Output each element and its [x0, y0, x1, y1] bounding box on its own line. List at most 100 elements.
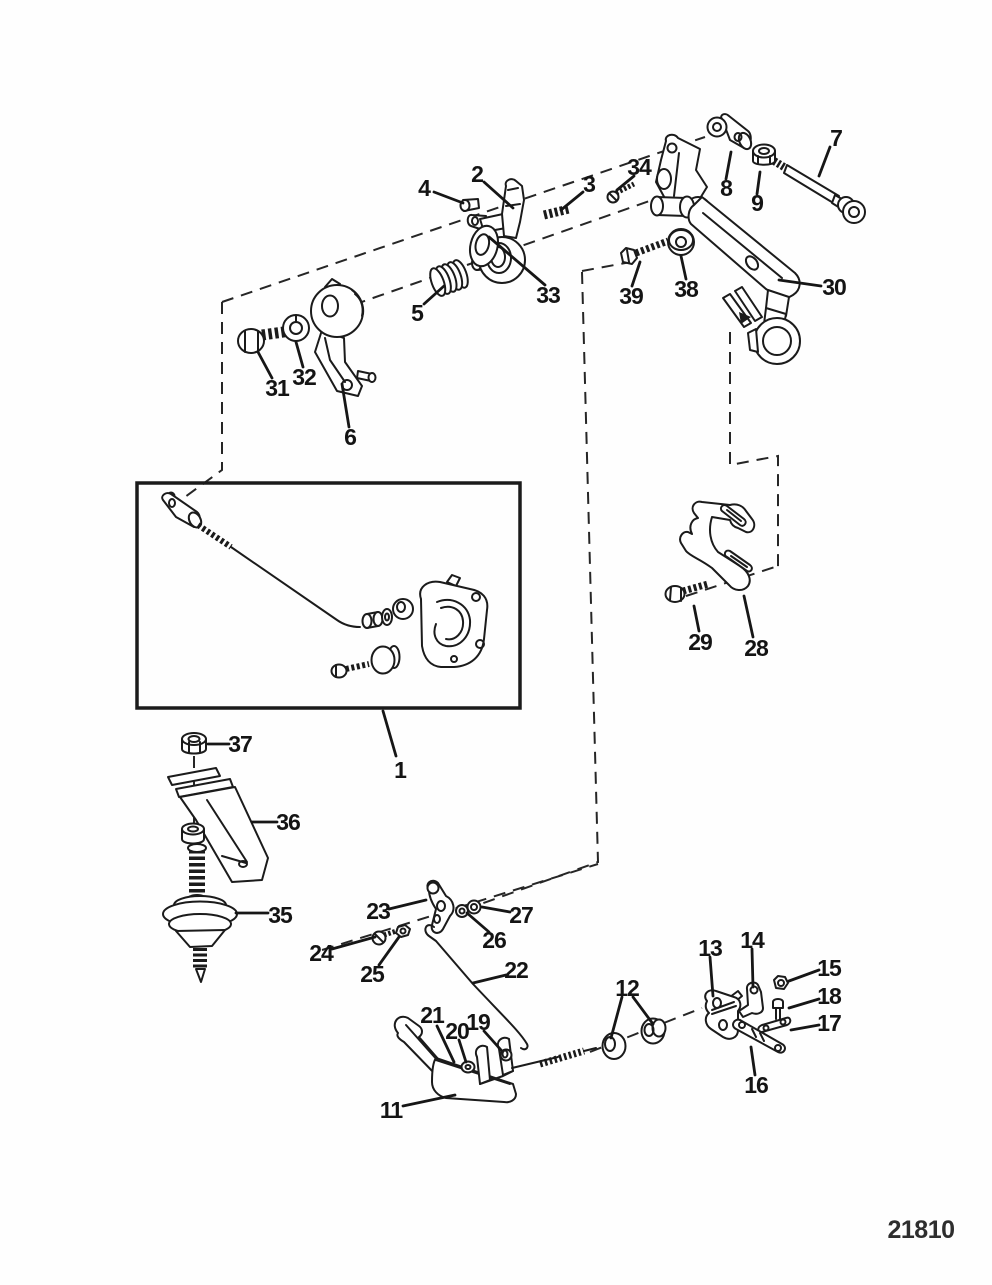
leader-line-part-16 [749, 1045, 757, 1077]
leader-line-part-29 [692, 604, 701, 633]
part-1-inset-assembly [135, 481, 522, 710]
part-5-spring [429, 259, 469, 297]
leader-line-part-18 [787, 997, 821, 1010]
part-7-link [771, 157, 866, 224]
part-35-friction-assembly [162, 822, 238, 983]
callout-label-part-32: 32 [292, 364, 316, 390]
part-6-lever-pulley [310, 278, 377, 397]
part-9-nut [752, 143, 776, 166]
callout-label-part-22: 22 [504, 957, 528, 983]
callout-label-part-8: 8 [720, 175, 733, 201]
callout-label-part-34: 34 [627, 154, 652, 180]
callout-label-part-28: 28 [744, 635, 769, 661]
knob-bolt [330, 661, 370, 679]
rod-bushings [361, 608, 393, 629]
callout-label-part-9: 9 [751, 190, 763, 216]
callout-label-part-18: 18 [817, 983, 842, 1009]
part-30-bracket-arm [650, 133, 801, 365]
part-16-link [732, 1018, 786, 1054]
part-20-washer [460, 1060, 476, 1074]
leader-line-part-24 [330, 935, 377, 951]
part-28-bracket [679, 500, 756, 591]
leader-line-part-23 [387, 898, 428, 911]
leader-line-part-2 [482, 180, 515, 210]
callout-label-part-4: 4 [418, 175, 431, 201]
part-32-washer [282, 314, 310, 342]
leader-line-part-38 [679, 254, 688, 281]
callout-label-part-14: 14 [740, 927, 765, 953]
part-25-nut [395, 924, 411, 938]
callout-label-part-6: 6 [344, 424, 356, 450]
leader-line-part-22 [471, 973, 508, 985]
leader-line-part-28 [742, 594, 755, 639]
part-14-bracket [738, 981, 764, 1018]
part-8-cable-end [706, 113, 753, 151]
callout-label-part-13: 13 [698, 935, 722, 961]
drawing-number: 21810 [887, 1216, 954, 1244]
callout-label-part-37: 37 [228, 731, 252, 757]
leader-line-part-11 [401, 1093, 457, 1108]
part-17-plate [757, 1016, 792, 1034]
leader-line-part-33 [487, 235, 547, 287]
callout-label-part-21: 21 [420, 1002, 445, 1028]
part-18-screw [772, 998, 784, 1020]
leader-line-part-27 [480, 905, 512, 914]
part-38-grommet [667, 228, 695, 256]
callout-label-part-26: 26 [482, 927, 506, 953]
part-13-block [704, 989, 743, 1040]
callout-label-part-15: 15 [817, 955, 842, 981]
callout-label-part-36: 36 [276, 809, 300, 835]
leader-line-part-31 [256, 350, 274, 380]
part-34-screw [606, 181, 636, 204]
part-3-pin [542, 204, 571, 220]
part-11-bracket [393, 1015, 597, 1104]
part-4-pin [459, 198, 480, 212]
callout-label-part-2: 2 [471, 161, 483, 187]
leader-line-part-15 [787, 968, 821, 983]
part-23-lever [426, 879, 455, 934]
part-15-nut [773, 975, 789, 990]
callout-label-part-25: 25 [360, 961, 385, 987]
inset-box [135, 481, 522, 710]
callout-label-part-38: 38 [674, 276, 699, 302]
callout-label-part-24: 24 [309, 940, 334, 966]
grommet [392, 598, 414, 620]
leader-line-part-30 [777, 278, 823, 288]
leader-line-part-1 [381, 709, 398, 758]
callout-label-part-27: 27 [509, 902, 533, 928]
callout-label-part-20: 20 [445, 1018, 469, 1044]
leader-line-part-17 [789, 1023, 821, 1032]
leader-line-part-12 [609, 995, 624, 1040]
part-29-bolt [664, 580, 709, 603]
leader-line-part-6 [340, 382, 351, 429]
callout-label-part-5: 5 [411, 300, 424, 326]
link-rod [161, 491, 361, 628]
leader-line-part-9 [755, 170, 762, 196]
callout-label-part-19: 19 [466, 1009, 490, 1035]
callout-label-part-1: 1 [394, 757, 407, 783]
leader-line-part-5 [422, 284, 446, 306]
cam-plate [419, 574, 489, 668]
leader-line-part-8 [724, 150, 733, 181]
part-33-washer [468, 224, 500, 268]
part-36-bracket [167, 767, 269, 883]
leader-line-part-14 [750, 947, 755, 989]
callout-label-part-3: 3 [583, 171, 595, 197]
leader-line-part-7 [817, 145, 832, 178]
part-27-nut [466, 899, 482, 915]
callout-label-part-30: 30 [822, 274, 846, 300]
callout-label-part-17: 17 [817, 1010, 841, 1036]
part-31-bolt [237, 325, 292, 354]
leader-line-part-21 [435, 1024, 456, 1064]
leader-line-part-32 [294, 340, 305, 369]
part-37-nut [181, 732, 207, 755]
part-26-washer [455, 904, 469, 918]
part-22-rod [424, 924, 529, 1051]
callout-label-part-33: 33 [536, 282, 560, 308]
leader-line-part-13 [708, 955, 715, 998]
friction-knob [370, 645, 401, 675]
callout-label-part-31: 31 [265, 375, 290, 401]
